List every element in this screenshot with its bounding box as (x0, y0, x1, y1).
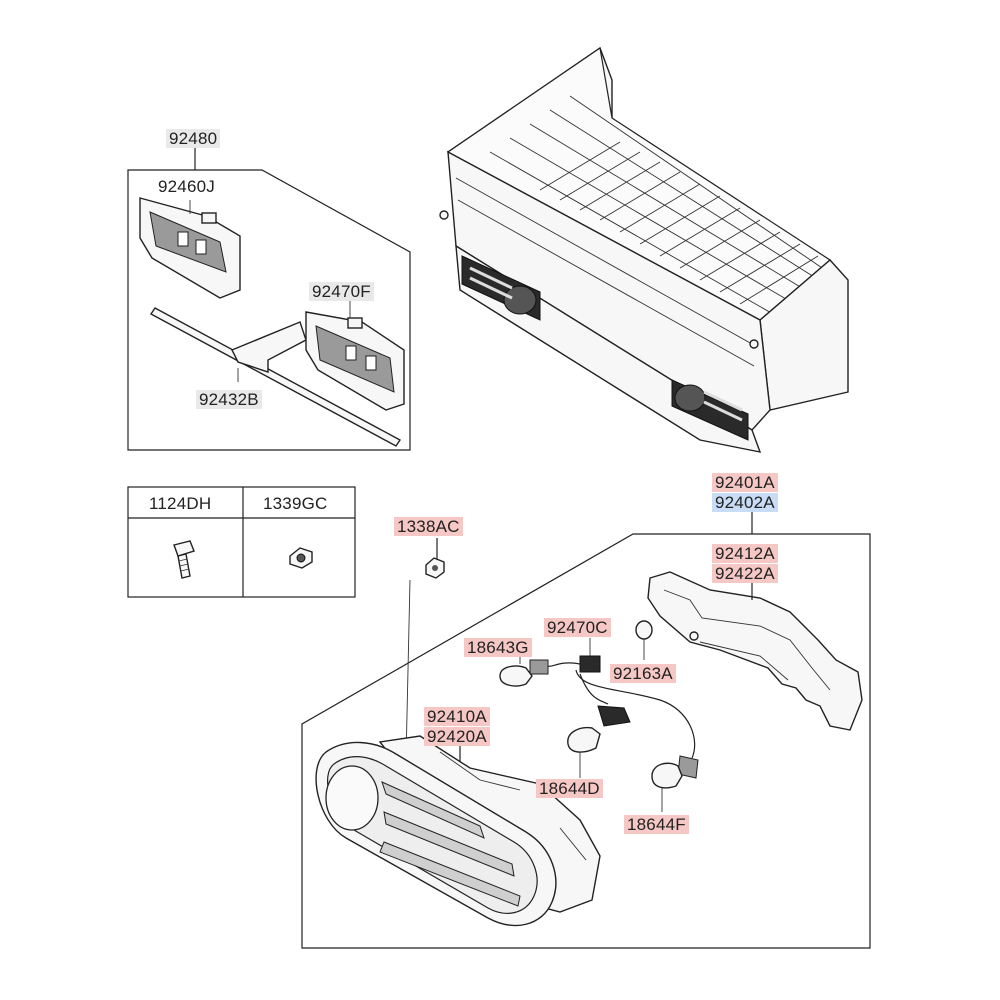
part-label-92410a: 92410A (424, 707, 490, 726)
bulb-18644f-illustration (651, 755, 699, 812)
fastener-table (127, 486, 356, 598)
nut-1339gc-illustration (289, 547, 313, 569)
housing-92412a-illustration (647, 571, 863, 731)
lamp-92410a-illustration (315, 735, 601, 927)
assembly-92401a (301, 512, 871, 949)
part-label-92432b: 92432B (196, 390, 262, 409)
reflector-92470f-illustration (305, 300, 405, 411)
part-label-1338ac: 1338AC (394, 517, 463, 536)
part-label-92470c: 92470C (544, 618, 611, 637)
part-label-92401a: 92401A (712, 473, 778, 492)
truck-lamp-right (671, 379, 749, 441)
part-label-92460j: 92460J (158, 177, 215, 196)
part-label-1339gc: 1339GC (263, 494, 328, 513)
bulb-18644d-illustration (567, 705, 631, 778)
nut-1338ac-illustration (405, 538, 445, 761)
part-label-18644d: 18644D (536, 779, 603, 798)
bolt-1124dh-illustration (173, 540, 195, 579)
part-label-92420a: 92420A (424, 727, 490, 746)
part-label-18644f: 18644F (624, 815, 689, 834)
part-label-1124dh: 1124DH (149, 494, 212, 513)
part-label-92402a: 92402A (712, 493, 778, 512)
truck-rear-illustration (439, 46, 849, 453)
grommet-92163a-illustration (635, 620, 653, 660)
part-label-92470f: 92470F (309, 282, 374, 301)
inset-92480 (127, 148, 411, 451)
part-label-92422a: 92422A (712, 564, 778, 583)
bracket-92432b-illustration (149, 307, 402, 447)
wiring-92470c-illustration (547, 638, 696, 759)
reflector-92460j-illustration (139, 197, 241, 299)
part-label-92163a: 92163A (610, 664, 676, 683)
bulb-18643g-illustration (499, 644, 549, 687)
truck-lamp-left (461, 255, 541, 321)
part-label-18643g: 18643G (464, 638, 532, 657)
part-label-92412a: 92412A (712, 544, 778, 563)
part-label-92480: 92480 (166, 129, 221, 148)
